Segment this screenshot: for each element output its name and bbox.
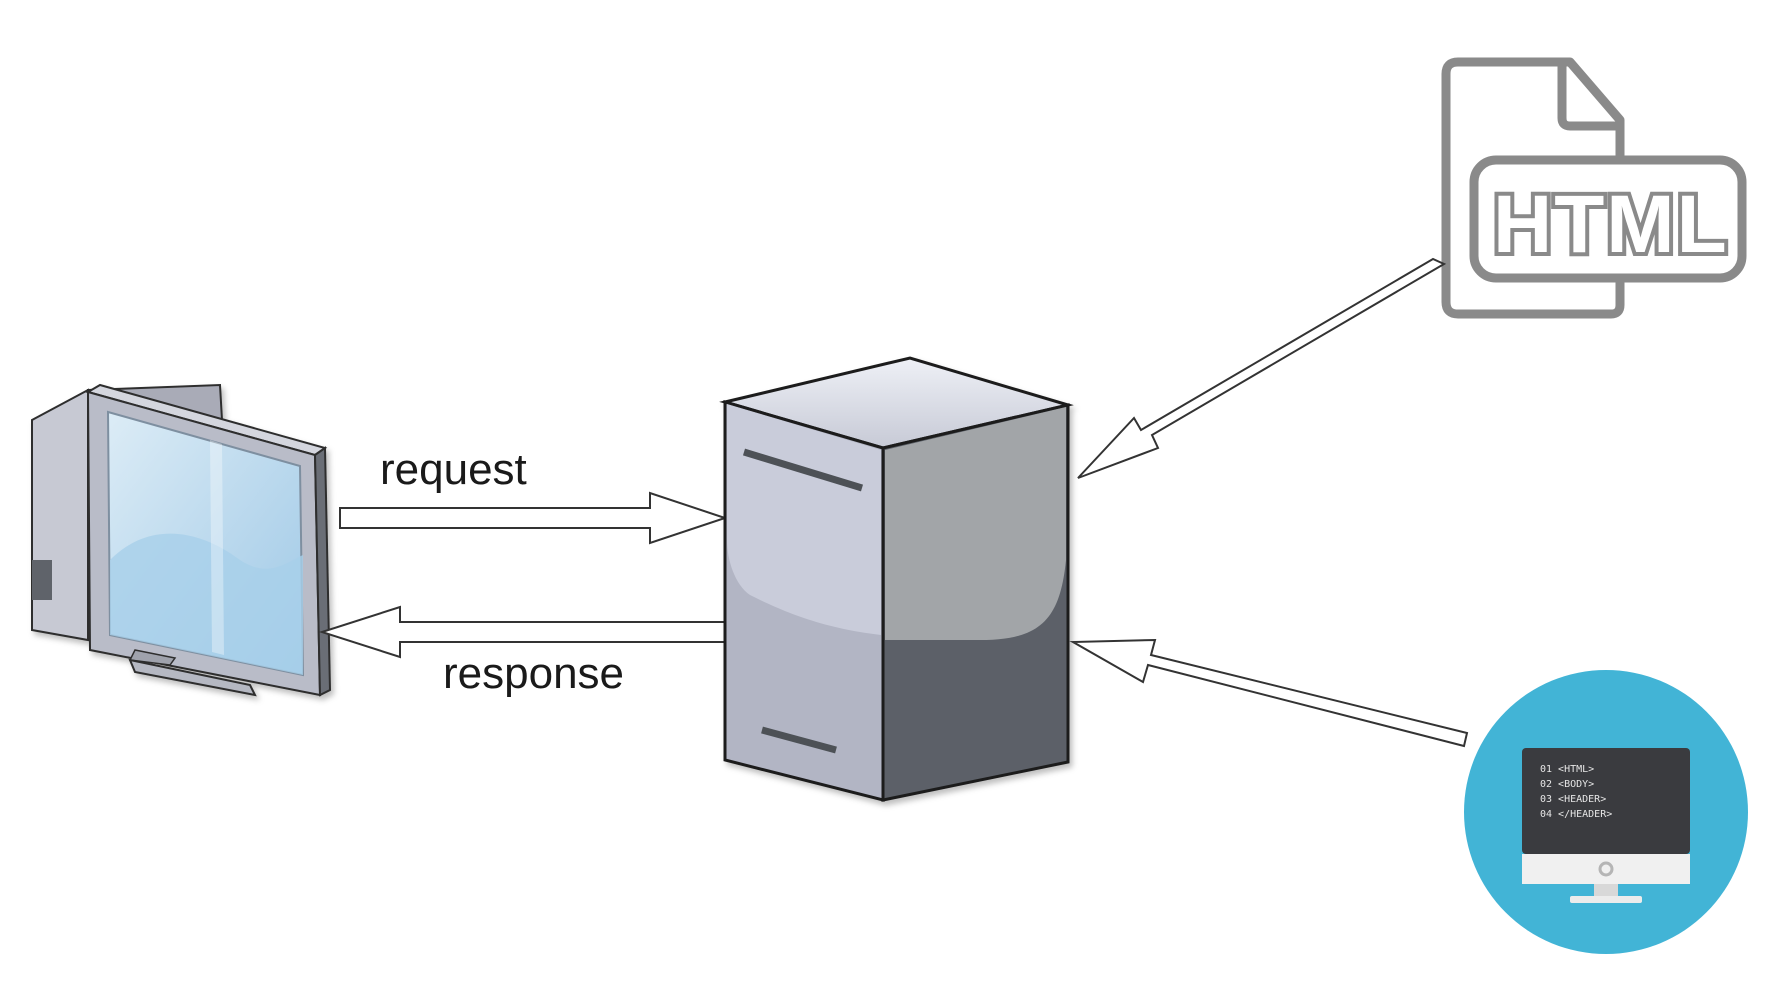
desktop-computer-icon — [31, 383, 332, 697]
server-icon — [719, 356, 1074, 802]
code-line-2: 02 <BODY> — [1540, 779, 1594, 790]
request-arrow — [339, 491, 729, 545]
response-arrow — [318, 605, 726, 659]
code-line-1: 01 <HTML> — [1540, 764, 1594, 775]
html-to-server-arrow — [1077, 257, 1447, 479]
code-to-server-arrow — [1069, 638, 1469, 748]
request-label: request — [380, 445, 527, 494]
code-monitor-icon: 01 <HTML> 02 <BODY> 03 <HEADER> 04 </HEA… — [1464, 670, 1748, 954]
code-line-3: 03 <HEADER> — [1540, 794, 1606, 805]
html-file-icon: HTML — [1441, 57, 1747, 319]
html-file-text: HTML — [1493, 179, 1729, 270]
response-label: response — [443, 649, 624, 698]
code-line-4: 04 </HEADER> — [1540, 809, 1612, 820]
